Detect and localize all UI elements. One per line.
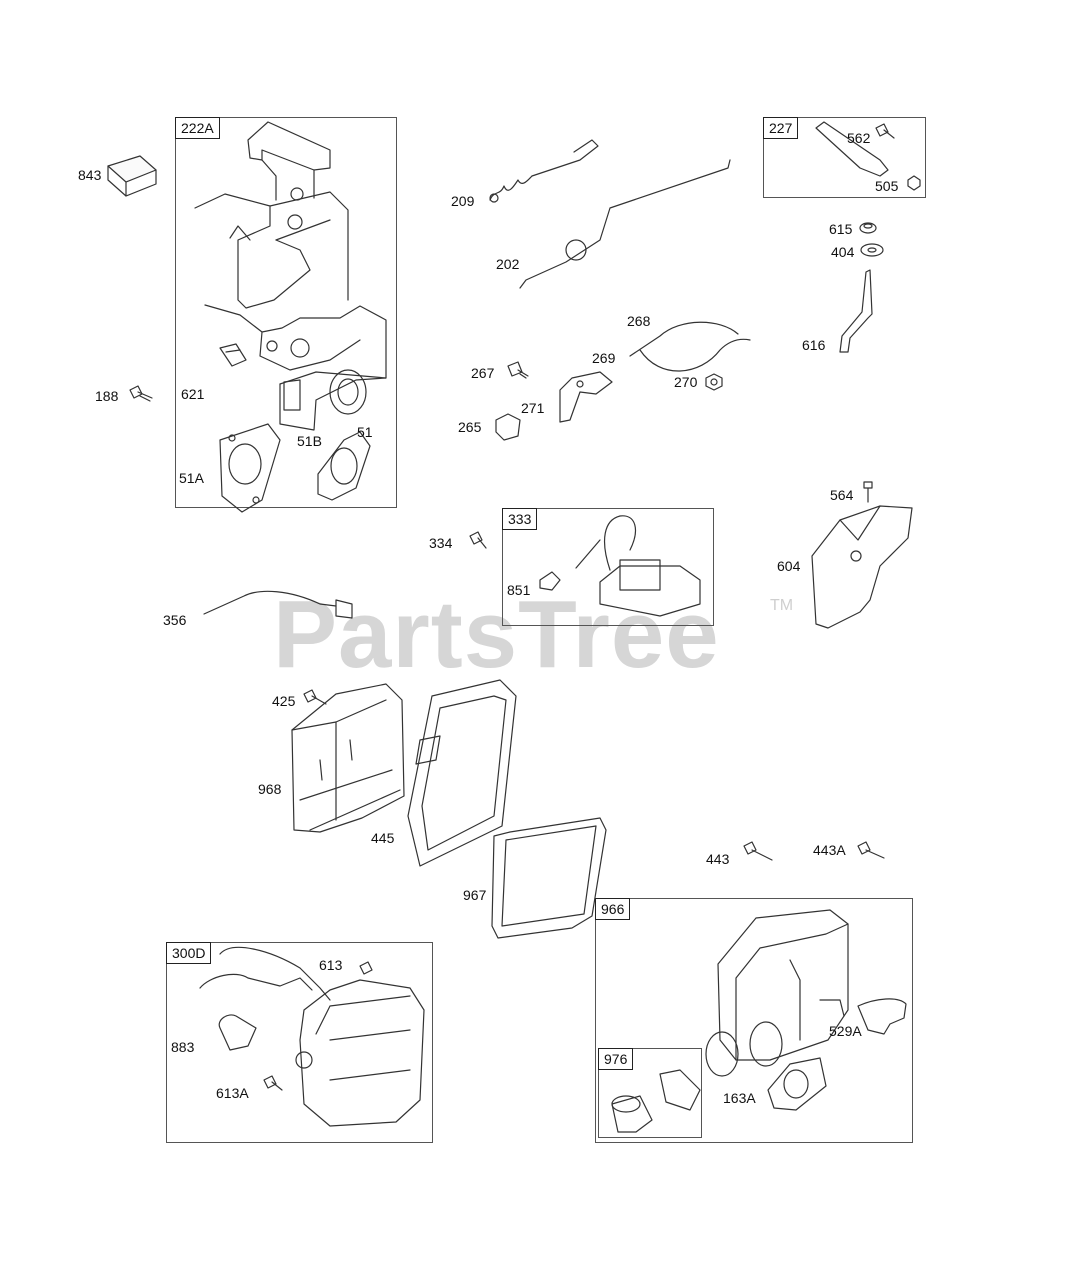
part-615-drawing bbox=[859, 222, 877, 234]
watermark-text: PartsTree bbox=[273, 581, 720, 688]
label-443A[interactable]: 443A bbox=[813, 842, 846, 858]
label-269[interactable]: 269 bbox=[592, 350, 616, 366]
label-616[interactable]: 616 bbox=[802, 337, 826, 353]
label-51B[interactable]: 51B bbox=[297, 433, 322, 449]
label-562[interactable]: 562 bbox=[847, 130, 871, 146]
label-443[interactable]: 443 bbox=[706, 851, 730, 867]
label-615[interactable]: 615 bbox=[829, 221, 853, 237]
label-268[interactable]: 268 bbox=[627, 313, 651, 329]
label-505[interactable]: 505 bbox=[875, 178, 899, 194]
label-604[interactable]: 604 bbox=[777, 558, 801, 574]
group-tag-300D[interactable]: 300D bbox=[166, 942, 212, 964]
part-564-drawing bbox=[863, 481, 873, 503]
part-51B-drawing bbox=[317, 431, 371, 501]
label-968[interactable]: 968 bbox=[258, 781, 282, 797]
part-188-drawing bbox=[129, 385, 153, 402]
label-843[interactable]: 843 bbox=[78, 167, 102, 183]
label-529A[interactable]: 529A bbox=[829, 1023, 862, 1039]
label-404[interactable]: 404 bbox=[831, 244, 855, 260]
part-209-drawing bbox=[489, 139, 599, 203]
label-613[interactable]: 613 bbox=[319, 957, 343, 973]
part-443-drawing bbox=[743, 841, 773, 861]
group-box-966: 966 bbox=[595, 898, 913, 1143]
group-box-222A: 222A bbox=[175, 117, 397, 508]
part-51A-drawing bbox=[219, 423, 281, 513]
label-425[interactable]: 425 bbox=[272, 693, 296, 709]
label-51[interactable]: 51 bbox=[357, 424, 373, 440]
label-356[interactable]: 356 bbox=[163, 612, 187, 628]
label-163A[interactable]: 163A bbox=[723, 1090, 756, 1106]
label-851[interactable]: 851 bbox=[507, 582, 531, 598]
part-967-drawing bbox=[491, 817, 607, 939]
group-box-227: 227 bbox=[763, 117, 926, 198]
label-202[interactable]: 202 bbox=[496, 256, 520, 272]
part-604-drawing bbox=[811, 505, 913, 629]
part-267-drawing bbox=[507, 361, 529, 379]
part-843-drawing bbox=[107, 155, 157, 197]
label-265[interactable]: 265 bbox=[458, 419, 482, 435]
label-564[interactable]: 564 bbox=[830, 487, 854, 503]
part-334-drawing bbox=[469, 531, 487, 549]
part-271-drawing bbox=[559, 371, 613, 423]
label-621[interactable]: 621 bbox=[181, 386, 205, 402]
label-270[interactable]: 270 bbox=[674, 374, 698, 390]
group-box-333: 333 bbox=[502, 508, 714, 626]
part-425-drawing bbox=[303, 689, 327, 705]
label-334[interactable]: 334 bbox=[429, 535, 453, 551]
part-227-drawing bbox=[815, 121, 921, 191]
part-300D-drawing bbox=[199, 946, 425, 1127]
part-270-drawing bbox=[705, 373, 723, 391]
part-443A-drawing bbox=[857, 841, 885, 859]
part-268-drawing bbox=[629, 321, 751, 372]
part-333-drawing bbox=[539, 515, 701, 617]
label-267[interactable]: 267 bbox=[471, 365, 495, 381]
part-966-drawing bbox=[705, 909, 907, 1111]
part-968-drawing bbox=[291, 683, 405, 833]
group-box-976: 976 bbox=[598, 1048, 702, 1138]
group-tag-333[interactable]: 333 bbox=[502, 508, 538, 530]
label-967[interactable]: 967 bbox=[463, 887, 487, 903]
part-265-drawing bbox=[495, 413, 521, 441]
part-222A-bracket-drawing bbox=[194, 121, 387, 431]
watermark-trademark: TM bbox=[770, 597, 794, 614]
label-209[interactable]: 209 bbox=[451, 193, 475, 209]
part-445-drawing bbox=[407, 679, 517, 867]
label-883[interactable]: 883 bbox=[171, 1039, 195, 1055]
label-51A[interactable]: 51A bbox=[179, 470, 204, 486]
group-tag-976[interactable]: 976 bbox=[598, 1048, 634, 1070]
label-271[interactable]: 271 bbox=[521, 400, 545, 416]
part-202-drawing bbox=[519, 159, 731, 289]
part-356-drawing bbox=[203, 590, 353, 619]
group-tag-222A[interactable]: 222A bbox=[175, 117, 220, 139]
part-404-drawing bbox=[860, 243, 884, 257]
label-445[interactable]: 445 bbox=[371, 830, 395, 846]
part-976-drawing bbox=[611, 1069, 701, 1133]
label-613A[interactable]: 613A bbox=[216, 1085, 249, 1101]
group-tag-227[interactable]: 227 bbox=[763, 117, 799, 139]
group-box-300D: 300D bbox=[166, 942, 433, 1143]
group-tag-966[interactable]: 966 bbox=[595, 898, 631, 920]
part-616-drawing bbox=[839, 269, 873, 353]
label-188[interactable]: 188 bbox=[95, 388, 119, 404]
